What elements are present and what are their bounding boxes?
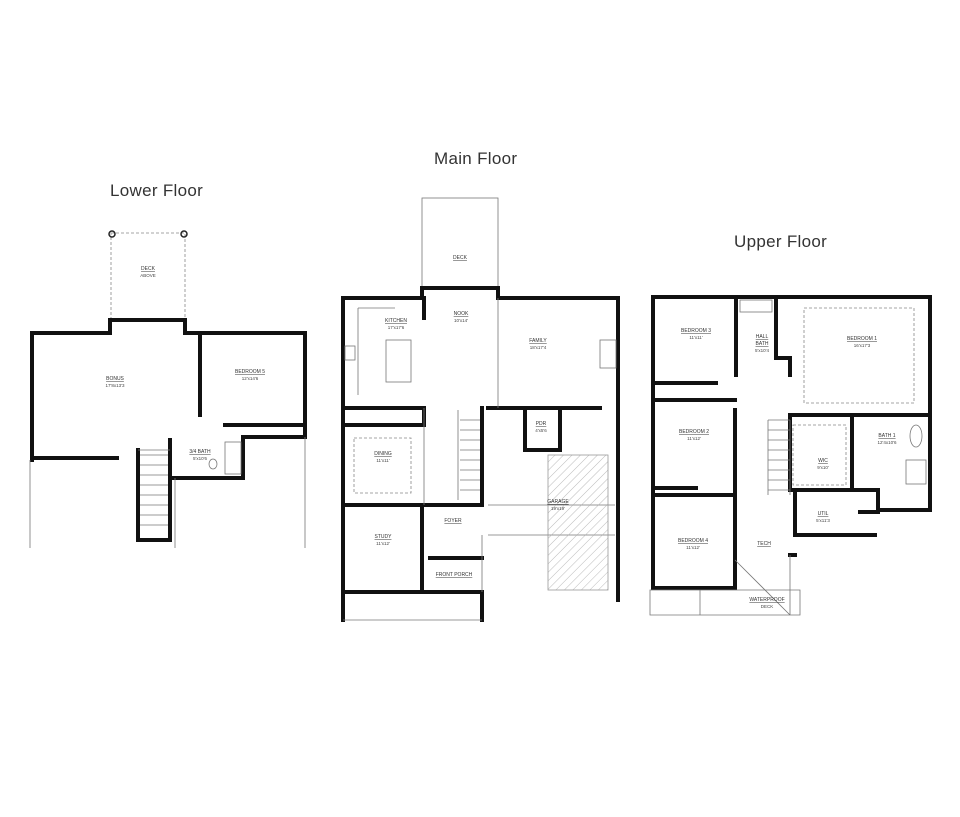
util-label: UTIL bbox=[818, 511, 829, 517]
hall-bath-label: HALL bbox=[756, 334, 769, 340]
bedroom5-dim: 12'x14'6 bbox=[242, 376, 259, 381]
bedroom2-label: BEDROOM 2 bbox=[679, 429, 709, 435]
bath1-dim: 12'4x10'6 bbox=[878, 440, 897, 445]
bedroom1-dim: 16'x17'3 bbox=[854, 343, 871, 348]
post-icon bbox=[108, 230, 116, 238]
upper-floor-plan: BEDROOM 3 11'x11' HALL BATH 5'x10'4 BEDR… bbox=[649, 295, 932, 616]
wic-dim: 9'x10' bbox=[817, 465, 829, 470]
bedroom4-dim: 11'x12' bbox=[686, 545, 700, 550]
deck-label: DECK bbox=[453, 255, 468, 261]
foyer-label: FOYER bbox=[444, 518, 462, 524]
bath-label: 3/4 BATH bbox=[189, 449, 211, 455]
waterproof-deck-sub-label: DECK bbox=[761, 604, 774, 609]
util-dim: 5'x11'3 bbox=[816, 518, 830, 523]
garage-dim: 19'x19' bbox=[551, 506, 565, 511]
bonus-dim: 17'8x13'3 bbox=[106, 383, 125, 388]
study-dim: 11'x12' bbox=[376, 541, 390, 546]
tech-label: TECH bbox=[757, 541, 771, 547]
wic-label: WIC bbox=[818, 458, 828, 464]
kitchen-dim: 17'x17'6 bbox=[388, 325, 405, 330]
main-floor-plan: NOOK 10'x14' KITCHEN 17'x17'6 FAMILY 18'… bbox=[341, 197, 620, 622]
bedroom1-label: BEDROOM 1 bbox=[847, 336, 877, 342]
bath-dim: 5'x10'6 bbox=[193, 456, 207, 461]
nook-dim: 10'x14' bbox=[454, 318, 468, 323]
bedroom4-label: BEDROOM 4 bbox=[678, 538, 708, 544]
deck-outline bbox=[421, 197, 499, 288]
waterproof-deck-label: WATERPROOF bbox=[749, 597, 784, 603]
bedroom2-dim: 11'x12' bbox=[687, 436, 701, 441]
lower-floor-plan: DECK ABOVE BONUS 17'8x13'3 BEDROOM 5 12'… bbox=[29, 230, 307, 548]
hall-bath-dim: 5'x10'4 bbox=[755, 348, 769, 353]
front-porch-label: FRONT PORCH bbox=[436, 572, 473, 578]
bedroom3-dim: 11'x11' bbox=[689, 335, 702, 340]
bedroom3-label: BEDROOM 3 bbox=[681, 328, 711, 334]
dining-dim: 11'x11' bbox=[376, 458, 389, 463]
pdr-dim: 4'x5'6 bbox=[535, 428, 547, 433]
pdr-label: PDR bbox=[536, 421, 547, 427]
kitchen-label: KITCHEN bbox=[385, 318, 407, 324]
main-floor-title: Main Floor bbox=[434, 149, 518, 168]
upper-floor-title: Upper Floor bbox=[734, 232, 828, 251]
deck-label: DECK bbox=[141, 266, 156, 272]
family-label: FAMILY bbox=[529, 338, 547, 344]
post-icon bbox=[180, 230, 188, 238]
bonus-label: BONUS bbox=[106, 376, 124, 382]
bedroom5-label: BEDROOM 5 bbox=[235, 369, 265, 375]
hall-bath-label-2: BATH bbox=[756, 341, 769, 347]
lower-floor-title: Lower Floor bbox=[110, 181, 204, 200]
bath1-label: BATH 1 bbox=[878, 433, 895, 439]
study-label: STUDY bbox=[375, 534, 393, 540]
nook-label: NOOK bbox=[454, 311, 469, 317]
garage-label: GARAGE bbox=[547, 499, 569, 505]
deck-sub-label: ABOVE bbox=[140, 273, 156, 278]
dining-label: DINING bbox=[374, 451, 392, 457]
family-dim: 18'x17'4 bbox=[530, 345, 547, 350]
